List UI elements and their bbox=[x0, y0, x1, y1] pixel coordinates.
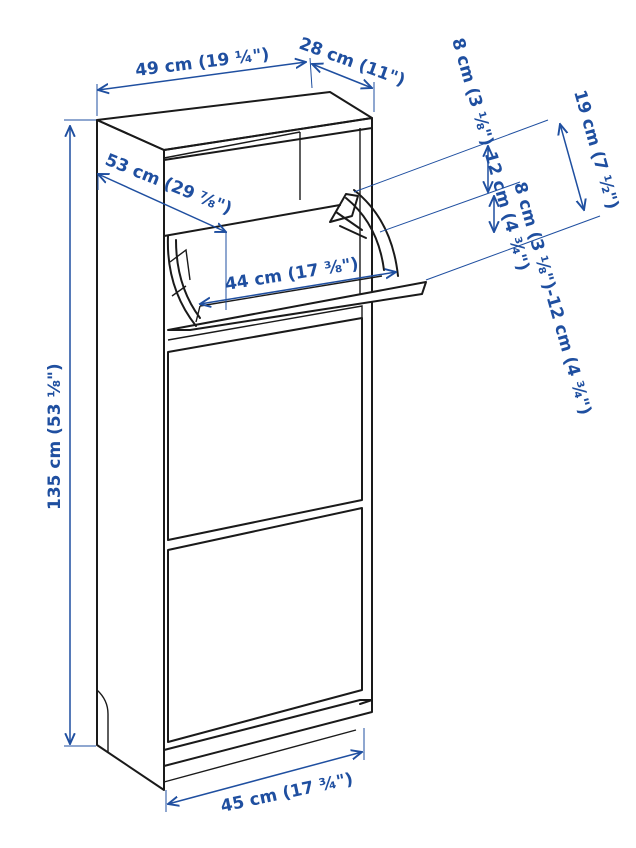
flap-hinge-left bbox=[166, 235, 201, 327]
label-compartment-upper: 8 cm (3 ⅛")-12 cm (4 ¾") bbox=[447, 36, 533, 273]
dim-line-top-depth bbox=[312, 64, 372, 88]
cabinet-top-front-edge bbox=[163, 117, 373, 161]
cabinet-side-panel bbox=[96, 119, 165, 791]
dim-line-compartment-total bbox=[560, 124, 584, 210]
dim-line-inner-width bbox=[200, 272, 396, 304]
label-compartment-lower: 8 cm (3 ⅛")-12 cm (4 ¾") bbox=[509, 180, 595, 417]
flap-hinge-right bbox=[345, 189, 399, 277]
cabinet-plinth bbox=[163, 699, 373, 767]
closed-door-lower bbox=[167, 507, 363, 743]
open-compartment-back bbox=[163, 131, 301, 200]
label-top-depth: 28 cm (11") bbox=[296, 34, 407, 91]
label-height: 135 cm (53 ⅛") bbox=[45, 363, 65, 510]
closed-door-middle bbox=[167, 317, 363, 541]
dim-line-bottom-width bbox=[168, 752, 362, 804]
cabinet-drawing bbox=[96, 91, 427, 791]
cabinet-top-surface bbox=[96, 91, 373, 151]
side-panel-foot-notch bbox=[96, 689, 109, 752]
dim-line-open-depth bbox=[98, 174, 226, 232]
open-flap-door bbox=[167, 281, 427, 331]
open-compartment-shelf bbox=[163, 204, 341, 237]
hinge-mechanism bbox=[329, 193, 367, 239]
hinge-link-lower bbox=[169, 248, 191, 297]
dimension-lines bbox=[64, 58, 601, 812]
label-bottom-width: 45 cm (17 ¾") bbox=[219, 769, 355, 817]
dim-line-top-width bbox=[98, 62, 306, 90]
label-compartment-total: 19 cm (7 ½") bbox=[569, 88, 622, 212]
